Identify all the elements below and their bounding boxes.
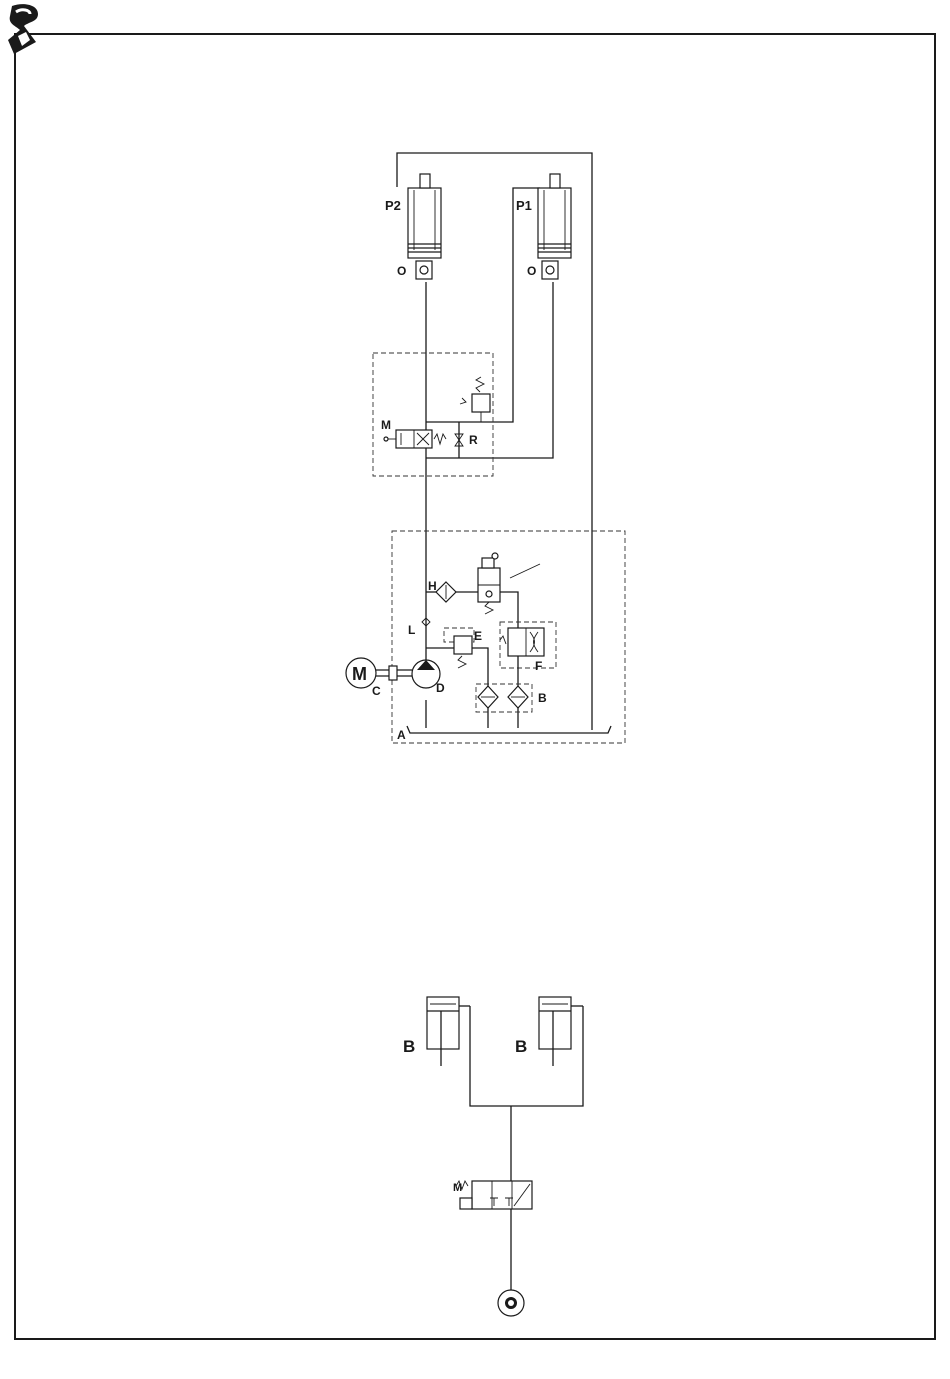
label-l: L — [408, 623, 415, 637]
upper-circuit: P2 P1 O O M R — [346, 153, 625, 743]
cylinder-b-left — [427, 997, 470, 1066]
label-o-right: O — [527, 264, 536, 278]
label-c: C — [372, 684, 381, 698]
flow-restrictor-r — [455, 422, 463, 458]
label-d: D — [436, 681, 445, 695]
label-b-left: B — [403, 1037, 415, 1056]
label-motor-m: M — [352, 664, 367, 684]
dump-valve — [478, 553, 540, 614]
pressure-source — [498, 1290, 524, 1316]
tank-a — [407, 726, 611, 733]
label-o-left: O — [397, 264, 406, 278]
label-m-lower: M — [453, 1182, 462, 1194]
cylinder-p1 — [538, 174, 571, 279]
label-f: F — [535, 659, 542, 673]
label-h: H — [428, 579, 437, 593]
label-m-solenoid: M — [381, 418, 391, 432]
lower-circuit: B B M — [403, 997, 583, 1316]
label-e: E — [474, 629, 482, 643]
cylinder-p2 — [408, 174, 441, 279]
label-r: R — [469, 433, 478, 447]
valve-m-lower — [456, 1181, 532, 1209]
label-b-filters: B — [538, 691, 547, 705]
label-b-right: B — [515, 1037, 527, 1056]
solenoid-valve-m — [384, 430, 446, 448]
filters-b — [476, 684, 532, 712]
label-a: A — [397, 728, 406, 742]
pressure-switch — [460, 377, 490, 422]
filter-h — [426, 582, 518, 628]
label-p1: P1 — [516, 198, 532, 213]
label-p2: P2 — [385, 198, 401, 213]
cylinder-b-right — [539, 997, 583, 1066]
